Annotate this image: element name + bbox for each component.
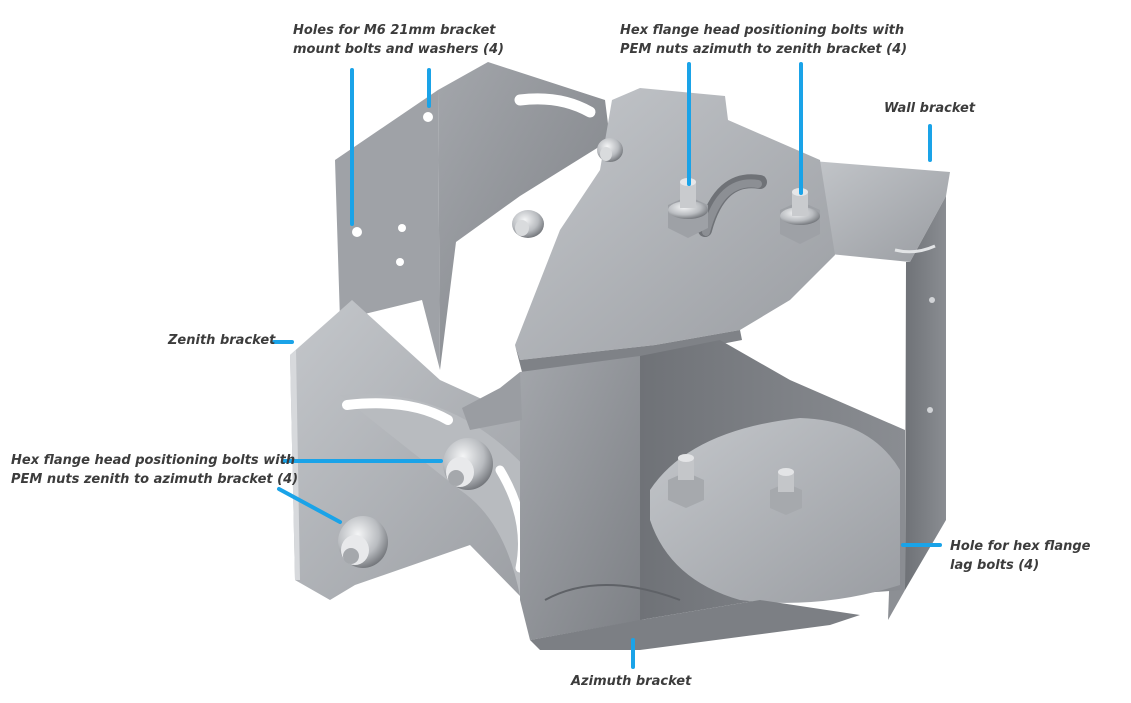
zenith-slot-upper [342, 398, 453, 425]
label-wall-bracket-text: Wall bracket [884, 101, 976, 116]
upper-plate-slot-inner [702, 179, 762, 236]
upper-plate-shadow-edge [515, 330, 742, 372]
wall-lag-hole-2 [927, 407, 933, 413]
label-wall-bracket: Wall bracket [884, 99, 975, 118]
label-hole-lag: Hole for hex flange lag bolts (4) [950, 537, 1091, 575]
zenith-bracket-edge [290, 350, 300, 580]
label-hex-zenith-azimuth-line1: Hex flange head positioning bolts with [11, 453, 296, 468]
upper-bolt-2 [780, 188, 820, 244]
azimuth-bottom-flange [530, 600, 860, 650]
leader-hex-front-lower [277, 487, 342, 524]
zenith-bracket-side-wall [335, 90, 440, 370]
zenith-side-bolt-2 [597, 138, 623, 162]
label-hex-azimuth-zenith: Hex flange head positioning bolts with P… [620, 21, 907, 59]
upper-bolt-1 [668, 178, 708, 238]
zenith-mount-hole-2 [352, 227, 362, 237]
label-hex-zenith-azimuth: Hex flange head positioning bolts with P… [11, 451, 298, 489]
azimuth-bracket-part [462, 340, 905, 650]
zenith-mount-hole-4 [396, 258, 404, 266]
zenith-mount-hole-3 [398, 224, 406, 232]
front-bolt-1 [443, 438, 493, 490]
bolts [338, 138, 935, 568]
azimuth-stud-2 [770, 468, 802, 515]
label-hole-lag-line2: lag bolts (4) [950, 558, 1040, 573]
label-zenith-bracket: Zenith bracket [168, 331, 275, 350]
azimuth-bracket-left-wall [520, 356, 642, 640]
zenith-bracket-back-wall [438, 62, 610, 370]
zenith-slot-back [514, 93, 596, 118]
wall-lag-hole-1 [929, 297, 935, 303]
azimuth-arc-edge [544, 584, 681, 601]
label-holes-m6: Holes for M6 21mm bracket mount bolts an… [293, 21, 504, 59]
label-hole-lag-line1: Hole for hex flange [950, 539, 1091, 554]
azimuth-stud-1 [668, 454, 704, 508]
label-azimuth-bracket: Azimuth bracket [571, 672, 691, 691]
zenith-front-arc-plate [340, 393, 548, 596]
front-bolt-2 [338, 516, 388, 568]
label-hex-azimuth-zenith-line2: PEM nuts azimuth to zenith bracket (4) [620, 42, 908, 57]
bracket-assembly [290, 62, 950, 650]
zenith-mount-hole-1 [423, 112, 433, 122]
wall-bracket-top-face [800, 160, 950, 262]
label-zenith-bracket-text: Zenith bracket [168, 333, 276, 348]
label-holes-m6-line1: Holes for M6 21mm bracket [293, 23, 496, 38]
zenith-side-bolt-1 [512, 210, 544, 238]
label-holes-m6-line2: mount bolts and washers (4) [293, 42, 504, 57]
leader-lines [272, 62, 942, 669]
zenith-arc-tab [462, 372, 522, 430]
label-azimuth-bracket-text: Azimuth bracket [571, 674, 692, 689]
wall-bracket-right-face [905, 196, 946, 590]
azimuth-round-plate [650, 418, 900, 603]
label-hex-zenith-azimuth-line2: PEM nuts zenith to azimuth bracket (4) [11, 472, 299, 487]
wall-bracket-crease [894, 244, 936, 254]
label-hex-azimuth-zenith-line1: Hex flange head positioning bolts with [620, 23, 905, 38]
